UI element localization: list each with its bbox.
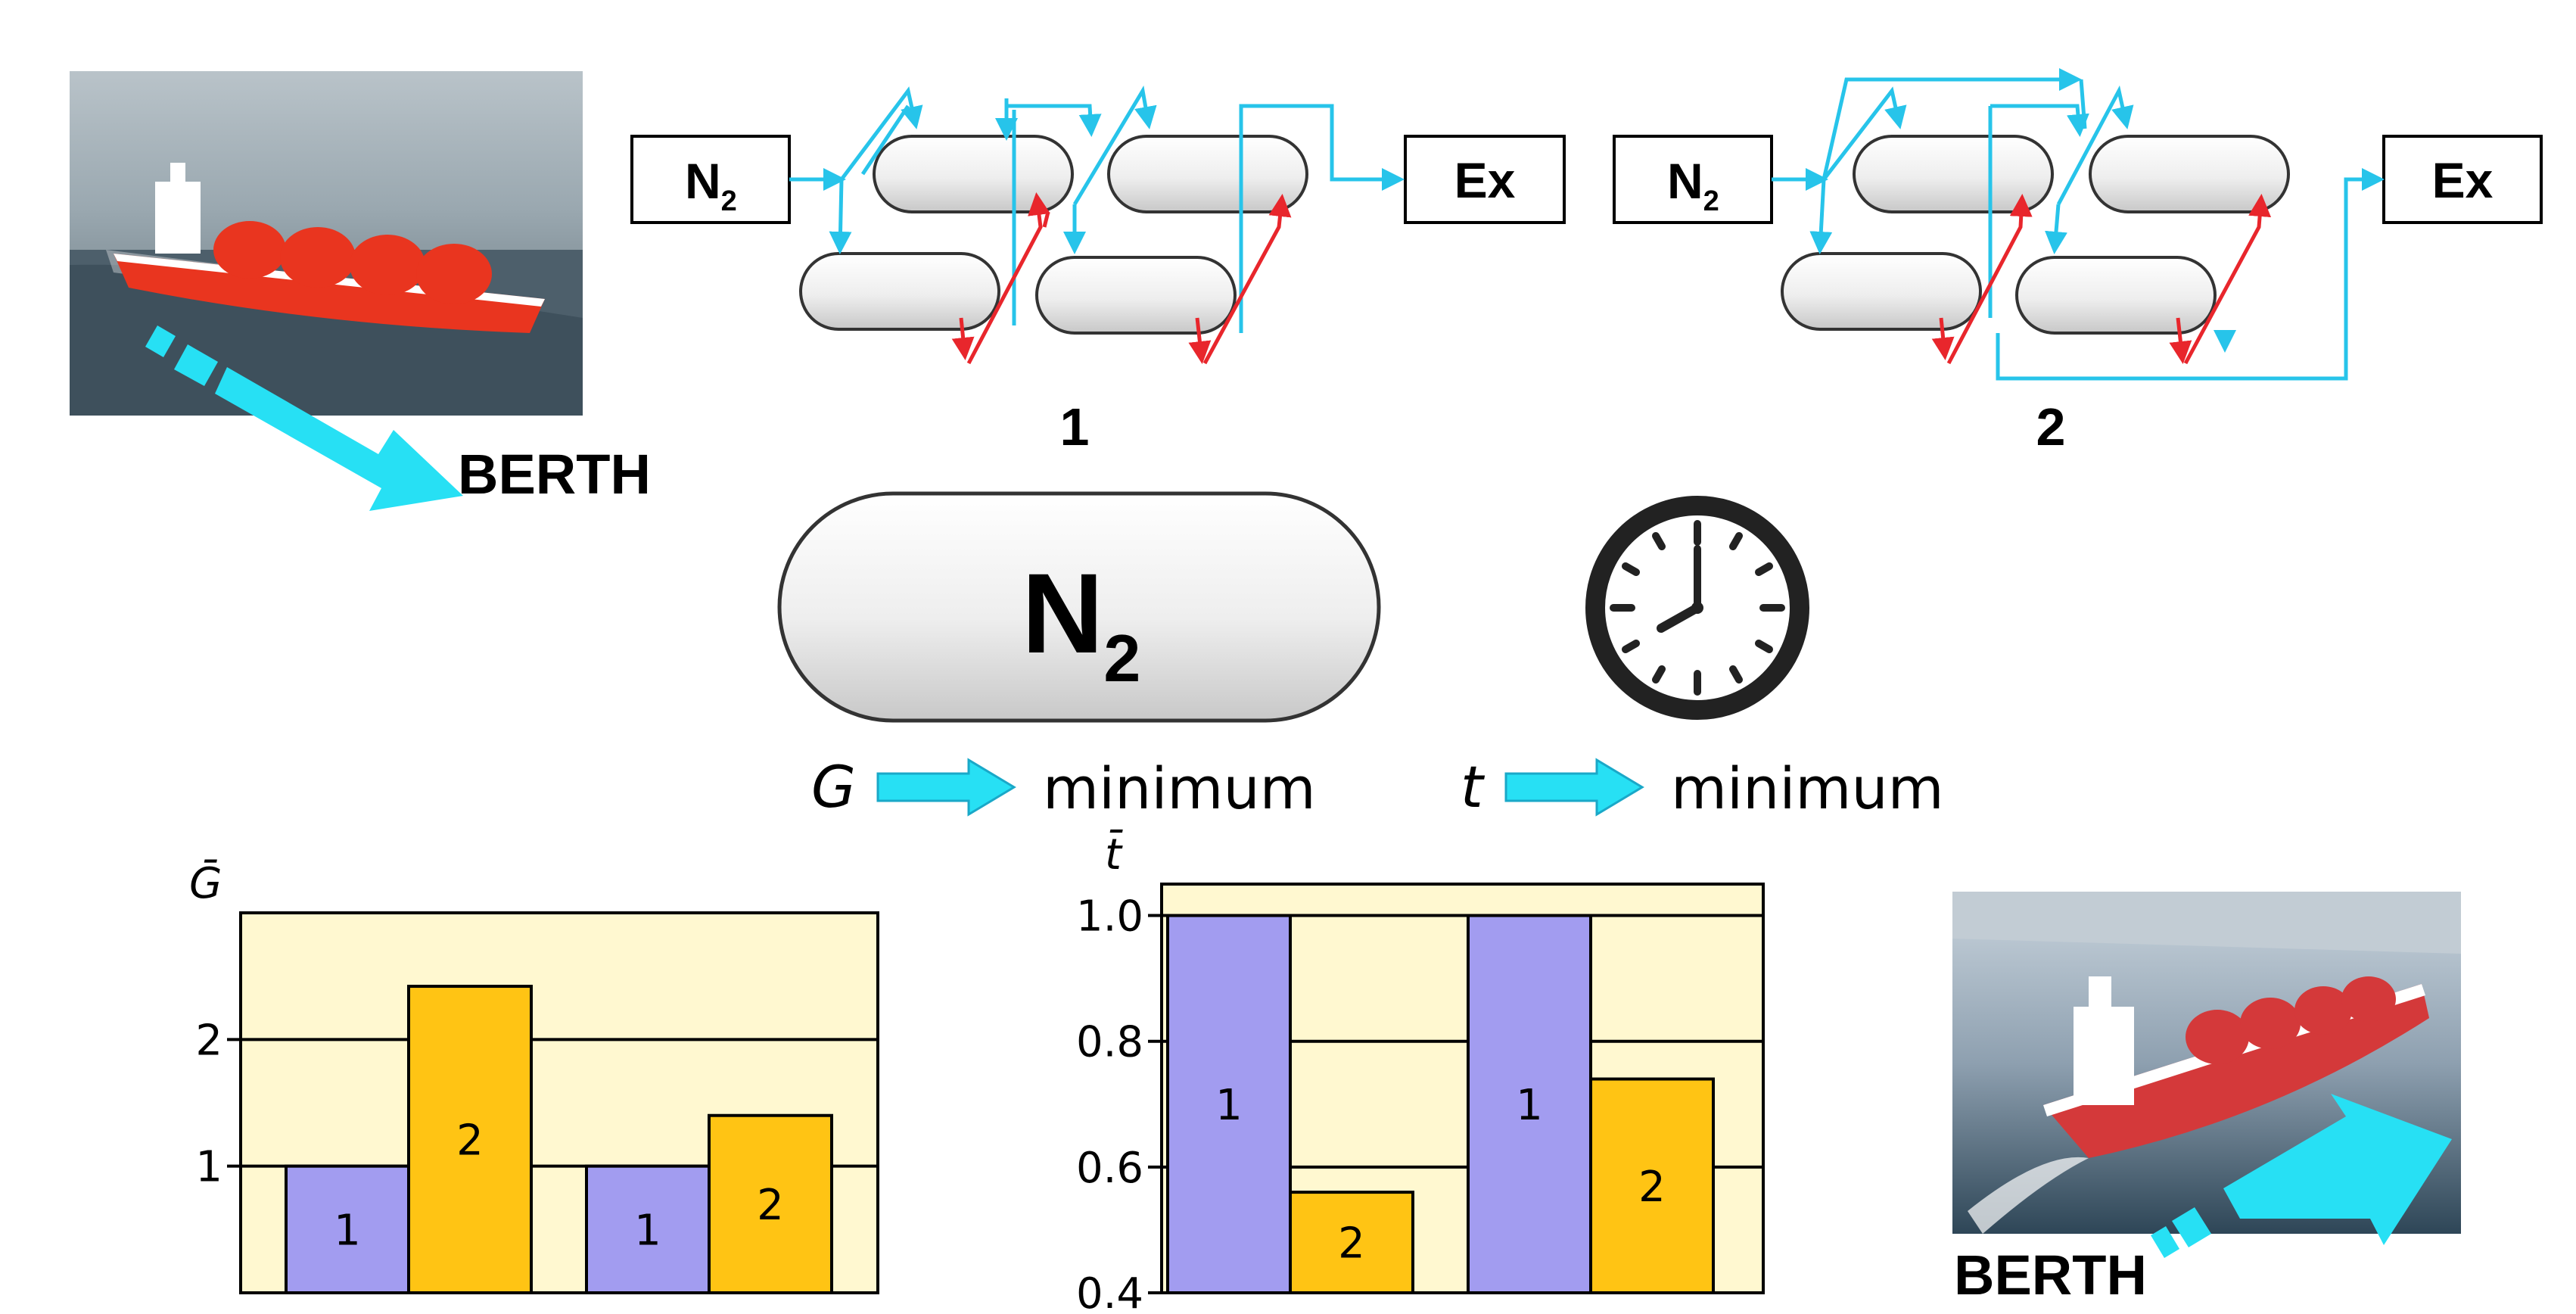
y-tick-label: 0.8: [1076, 1018, 1143, 1067]
svg-text:minimum: minimum: [1043, 755, 1316, 822]
bar: [585, 1164, 711, 1294]
svg-text:G: G: [811, 753, 856, 820]
svg-text:Ex: Ex: [2432, 152, 2494, 208]
berth-label-2: BERTH: [1954, 1244, 2147, 1306]
bar: [708, 1113, 833, 1294]
chart-g: 1 2 Ḡ 1 2 1 2: [189, 859, 879, 1294]
bar-label: 2: [1338, 1219, 1365, 1269]
scheme-2: N2 Ex: [1613, 68, 2543, 456]
y-tick-label: 0.6: [1076, 1144, 1143, 1193]
scheme-label-1: 1: [1060, 397, 1090, 456]
svg-text:N2: N2: [685, 153, 737, 217]
objective-t: t minimum: [1461, 753, 1944, 822]
y-tick-label: 0.4: [1076, 1269, 1143, 1314]
bar-label: 2: [757, 1181, 784, 1230]
scheme-label-2: 2: [2036, 397, 2066, 456]
svg-text:t: t: [1461, 753, 1486, 820]
berth-label-1: BERTH: [458, 443, 651, 506]
bar: [1289, 1191, 1414, 1294]
objective-g: G minimum: [811, 753, 1316, 822]
input-box-n2-1: N2: [630, 135, 791, 224]
bar: [1589, 1077, 1715, 1294]
right-arrow-icon: [1504, 758, 1644, 817]
svg-text:minimum: minimum: [1671, 755, 1944, 822]
output-box-ex-1: Ex: [1404, 135, 1566, 224]
tanks-2: [1781, 135, 2290, 335]
y-tick-label: 2: [195, 1016, 222, 1065]
y-tick-label: 1.0: [1076, 892, 1143, 942]
clock-icon: [1585, 496, 1809, 720]
y-axis-label: t̄: [1105, 830, 1123, 880]
bar: [407, 985, 533, 1294]
right-arrow-icon: [876, 758, 1016, 817]
input-box-n2-2: N2: [1613, 135, 1773, 224]
red-flow-lines-1: [951, 192, 1292, 365]
bar-label: 1: [1215, 1081, 1243, 1130]
tanks-1: [799, 135, 1308, 335]
bar: [1166, 914, 1292, 1294]
big-n2-tank: N2: [777, 491, 1381, 723]
y-tick-label: 1: [195, 1143, 222, 1192]
chart-t: 0.4 0.6 0.8 1.0 t̄ 1 2 1 2: [1076, 830, 1765, 1314]
bar-label: 2: [1638, 1163, 1666, 1212]
scheme-1: N2 Ex: [630, 85, 1566, 456]
berth-arrow-1: [145, 325, 463, 511]
bar-label: 2: [456, 1116, 484, 1166]
red-flow-lines-2: [1931, 194, 2272, 365]
bar-label: 1: [1516, 1081, 1543, 1130]
bar-label: 1: [634, 1206, 661, 1255]
output-box-ex-2: Ex: [2382, 135, 2543, 224]
bar-label: 1: [334, 1206, 361, 1255]
berth-arrow-2: [2151, 1094, 2452, 1258]
ship-photo-1: [70, 71, 583, 416]
svg-text:N2: N2: [1667, 153, 1719, 217]
svg-text:Ex: Ex: [1454, 152, 1516, 208]
cyan-flow-lines-1: [789, 85, 1405, 333]
svg-text:N2: N2: [1022, 550, 1140, 696]
y-axis-label: Ḡ: [189, 859, 222, 908]
